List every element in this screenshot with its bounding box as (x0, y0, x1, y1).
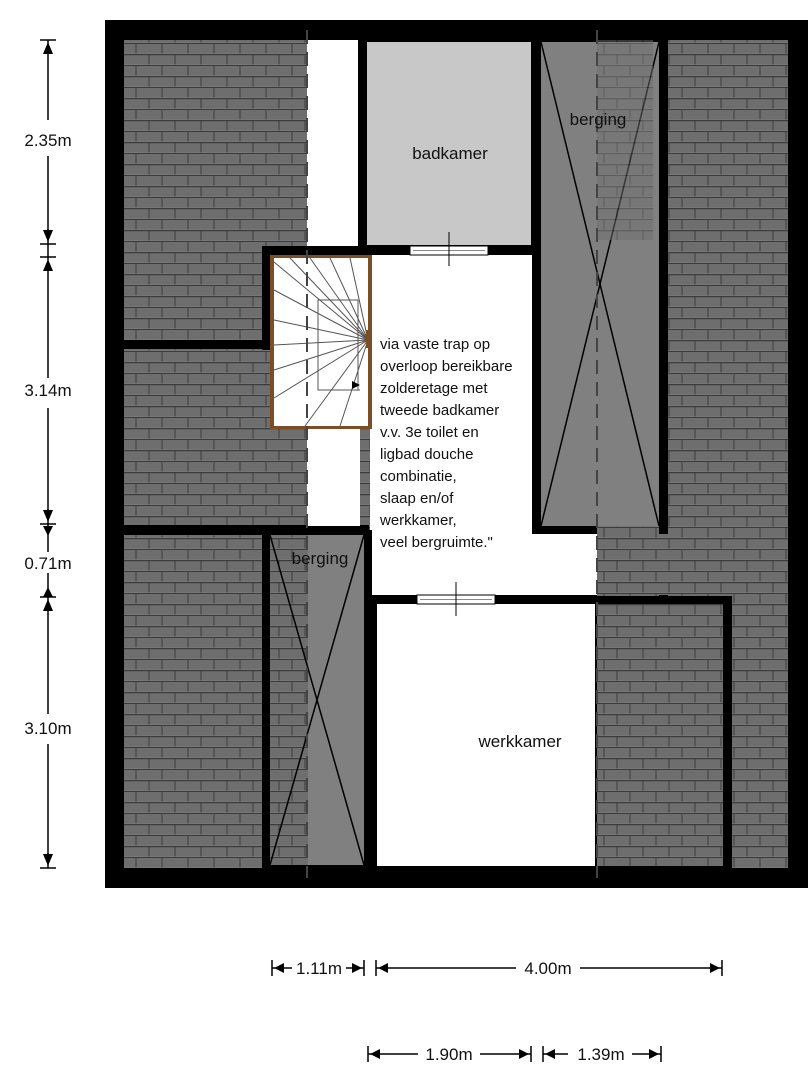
horizontal-dimensions-top (271, 960, 723, 976)
room-label-berging-top: berging (570, 110, 627, 129)
dim-h-1: 1.11m (296, 959, 342, 978)
svg-text:via vaste trap op: via vaste trap op (380, 336, 490, 353)
svg-text:v.v. 3e toilet en: v.v. 3e toilet en (380, 424, 479, 441)
room-label-badkamer: badkamer (412, 144, 488, 163)
dim-v-1: 2.35m (24, 131, 71, 150)
svg-text:veel bergruimte.": veel bergruimte." (380, 534, 493, 551)
dim-v-3: 0.71m (24, 554, 71, 573)
horizontal-dimensions-bottom (367, 1046, 662, 1062)
svg-text:overloop bereikbare: overloop bereikbare (380, 358, 513, 375)
window-bathroom (409, 232, 489, 266)
room-label-werkkamer: werkkamer (477, 732, 561, 751)
svg-text:zolderetage met: zolderetage met (380, 380, 488, 397)
svg-text:ligbad douche: ligbad douche (380, 446, 473, 463)
svg-text:werkkamer,: werkkamer, (379, 512, 457, 529)
dim-h-3: 1.90m (425, 1045, 472, 1064)
dim-v-2: 3.14m (24, 381, 71, 400)
dim-v-4: 3.10m (24, 719, 71, 738)
svg-text:slaap en/of: slaap en/of (380, 490, 454, 507)
svg-text:tweede badkamer: tweede badkamer (380, 402, 499, 419)
description-note: via vaste trap op overloop bereikbare zo… (379, 336, 513, 551)
svg-text:combinatie,: combinatie, (380, 468, 457, 485)
dim-h-4: 1.39m (577, 1045, 624, 1064)
room-label-berging-bottom: berging (292, 549, 349, 568)
staircase (270, 255, 372, 429)
dim-h-2: 4.00m (524, 959, 571, 978)
study-room (377, 604, 595, 866)
window-study (416, 582, 496, 616)
vertical-dimensions (40, 39, 56, 869)
bathroom-room (367, 42, 531, 245)
